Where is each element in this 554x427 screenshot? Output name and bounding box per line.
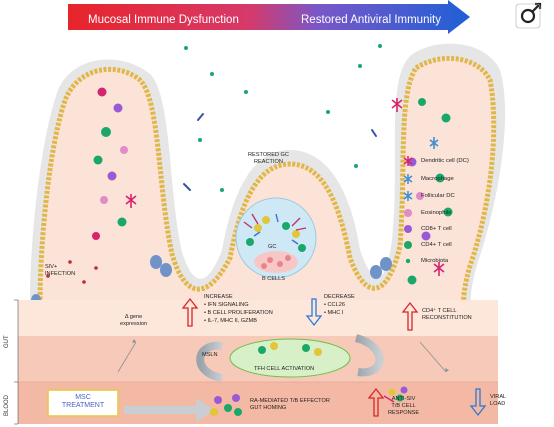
msln-label: MSLN [202,352,218,358]
dendritic-cell-icon [403,156,413,166]
decrease-item: • CCL26 [324,302,345,308]
virus-dots [46,260,98,284]
decrease-item: • MHC I [324,310,344,316]
viral-load-decrease-arrow [469,388,487,417]
anti-siv-label: ANTI-SIV T/B CELL RESPONSE [388,396,420,416]
increase-arrow [181,297,199,327]
cd4-increase-arrow [401,301,419,331]
banner-left-text: Mucosal Immune Dysfunction [88,14,239,26]
epithelium-border [37,55,497,334]
cd4-reconstitution-label: CD4⁺ T CELL RECONSTITUTION [422,308,472,321]
decrease-title: DECREASE [324,294,355,300]
increase-item: • IL-7, MHC II, GZMB [204,318,257,324]
legend-label: Dendritic cell (DC) [421,158,469,164]
increase-item: • IFN SIGNALING [204,302,249,308]
anti-siv-increase-arrow [367,387,385,417]
gene-expression-label: Δ gene expression [120,314,148,327]
eosinophil-icon [404,209,412,217]
gut-band [18,300,498,336]
msc-treatment-label: MSC TREATMENT [61,394,105,410]
male-symbol-icon [520,8,536,24]
microbiota-dots [184,44,382,192]
cd8-t-cell-icon [404,225,412,233]
anti-siv-cells [383,386,408,403]
left-villus-cells [92,87,137,240]
legend-label: CD8+ T cell [421,226,452,232]
cd4-t-cell-icon [404,241,412,249]
blood-label: BLOOD [4,394,10,416]
macrophage-icon [403,174,413,184]
cycle-arrow-right [354,334,384,377]
viral-load-label: VIRAL LOAD [490,394,507,407]
effector-cells [210,394,242,416]
ra-mediated-label: RA-MEDIATED T/B EFFECTOR GUT HOMING [250,398,330,411]
legend-label: Microbiota [421,258,449,264]
banner-right-text: Restored Antiviral Immunity [301,14,441,26]
msc-arrow [124,398,214,422]
siv-infection-label: SIV+ INFECTION [45,264,76,277]
decrease-arrow [305,298,323,327]
legend-label: Eosinophils [421,210,452,216]
right-villus-cells [391,98,453,285]
microbiota-icon [405,258,411,264]
microbiota-rods [183,113,377,191]
b-cells-label: B CELLS [262,276,286,282]
follicular-dc-icon [403,191,413,201]
legend-icons [403,156,413,264]
gc-label: GC [268,244,277,250]
restored-gc-label: RESTORED GC REACTION [248,152,289,165]
gc-cells [243,213,307,269]
increase-item: • B CELL PROLIFERATION [204,310,273,316]
msc-box [47,389,119,417]
legend-label: Macrophage [421,176,454,182]
legend-label: CD4+ T cell [421,242,452,248]
legend-label: Follicular DC [421,193,455,199]
cycle-arrow-left [196,341,224,382]
banner-arrow [68,0,470,34]
gut-label: GUT [4,335,10,348]
tfh-activation-label: TFH CELL ACTIVATION [254,366,315,372]
increase-title: INCREASE [204,294,233,300]
